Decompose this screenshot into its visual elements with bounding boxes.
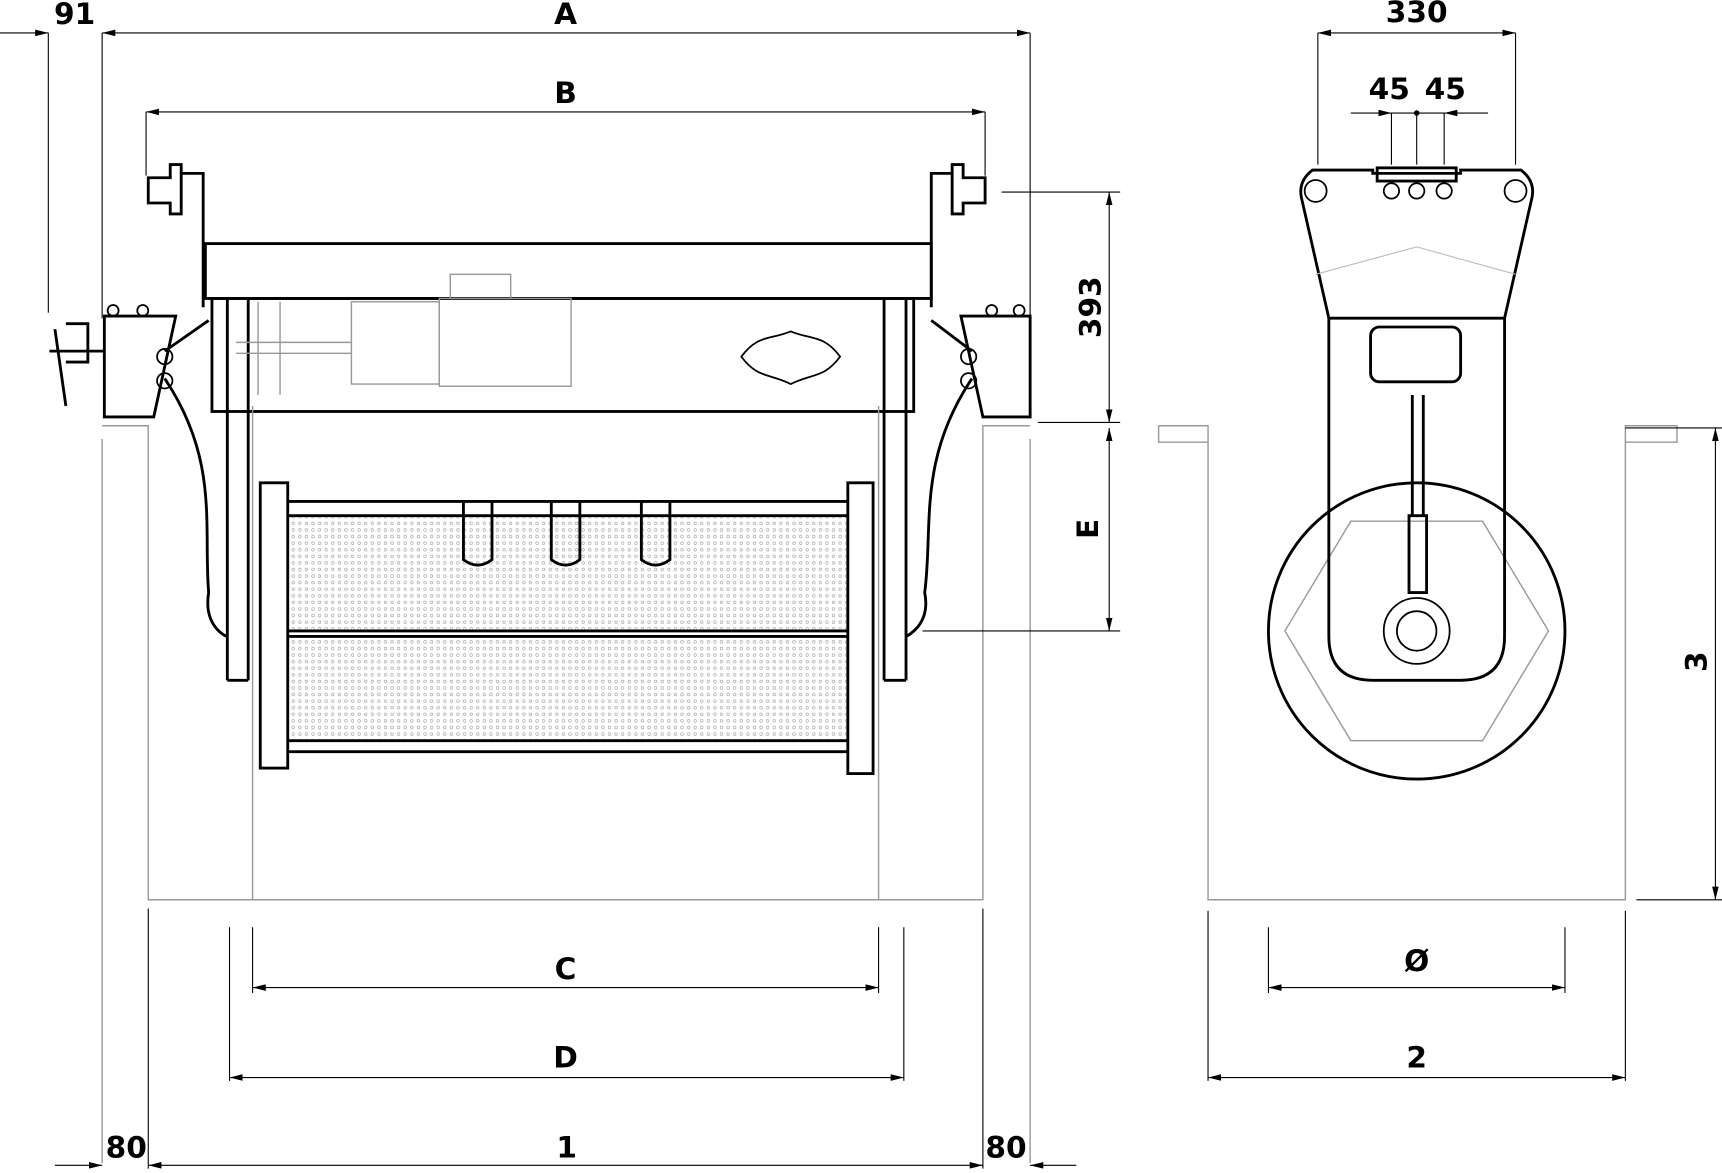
dim-label-45-left: 45 <box>1369 71 1410 106</box>
side-view: 330 45 45 3 Ø 2 <box>1157 0 1722 1081</box>
dimension-lines <box>0 29 1113 1169</box>
dim-label-a: A <box>554 0 577 31</box>
extension-lines <box>47 32 1121 1169</box>
dim-label-1: 1 <box>556 1130 577 1165</box>
front-view: 91 A B 393 E C D 1 80 80 <box>0 0 1121 1169</box>
dim-label-d: D <box>553 1040 578 1075</box>
dim-label-330: 330 <box>1386 0 1448 29</box>
dim-label-393: 393 <box>1072 276 1107 338</box>
dim-label-45-right: 45 <box>1425 71 1466 106</box>
screen-drum <box>251 405 880 900</box>
screen-machine <box>49 163 1032 900</box>
dim-label-91: 91 <box>54 0 95 31</box>
channel-outline <box>101 425 1031 1164</box>
dim-label-e: E <box>1070 519 1105 539</box>
motor <box>236 273 572 396</box>
dim-label-diameter: Ø <box>1404 943 1429 978</box>
screen-wheel <box>1267 481 1567 781</box>
dim-label-3: 3 <box>1679 651 1714 672</box>
dim-label-b: B <box>554 75 577 110</box>
dimension-lines-side <box>1208 29 1719 1081</box>
dim-label-c: C <box>555 951 577 986</box>
support-plate <box>1299 166 1534 682</box>
dim-label-80-right: 80 <box>985 1130 1026 1165</box>
dim-label-2: 2 <box>1406 1040 1427 1075</box>
channel-outline-side <box>1157 425 1678 901</box>
dim-label-80-left: 80 <box>106 1130 147 1165</box>
extension-lines-side <box>1207 32 1722 1081</box>
